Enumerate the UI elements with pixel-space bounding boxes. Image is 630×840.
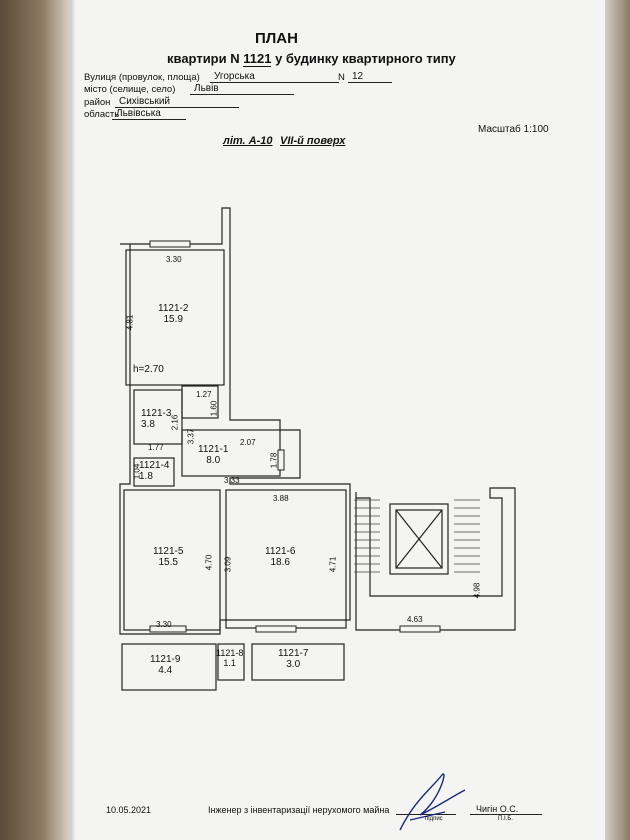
floor-plan-drawing xyxy=(119,207,516,691)
document-sheet: ПЛАН квартири N 1121 у будинку квартирно… xyxy=(70,0,605,840)
engineer-title: Інженер з інвентаризації нерухомого майн… xyxy=(208,805,390,815)
dim-label: 3.33 xyxy=(224,476,240,485)
signature-line xyxy=(396,814,456,815)
signature-label: підпис xyxy=(425,816,443,822)
scale-label: Масштаб 1:100 xyxy=(478,124,549,135)
region-value: Львівська xyxy=(112,108,186,120)
plan-floor: VII-й поверх xyxy=(280,135,346,147)
region-label: область xyxy=(84,109,120,120)
dim-label: 3.30 xyxy=(166,255,182,264)
document-date: 10.05.2021 xyxy=(106,805,152,815)
dim-label: 1.77 xyxy=(148,443,164,452)
signature-image xyxy=(399,773,466,831)
document-title: ПЛАН xyxy=(255,30,298,47)
background-left xyxy=(0,0,70,840)
name-line xyxy=(470,814,542,815)
name-label: П.І.Б. xyxy=(498,816,513,822)
document-subtitle: квартири N 1121 у будинку квартирного ти… xyxy=(167,51,456,67)
subtitle-suffix: у будинку квартирного типу xyxy=(275,51,456,66)
city-label: місто (селище, село) xyxy=(84,84,176,95)
number-label: N xyxy=(338,72,345,83)
district-label: район xyxy=(84,97,111,108)
subtitle-prefix: квартири N xyxy=(167,51,240,66)
stair-steps xyxy=(354,499,480,573)
number-value: 12 xyxy=(348,71,392,83)
dim-label: 4.63 xyxy=(407,615,423,624)
dim-label: 3.30 xyxy=(156,620,172,629)
engineer-name: Чигін О.С. xyxy=(476,804,519,814)
district-value: Сихівський xyxy=(115,96,239,108)
dim-label: h=2.70 xyxy=(133,364,164,375)
street-label: Вулиця (провулок, площа) xyxy=(84,72,200,83)
street-value: Угорська xyxy=(210,71,339,83)
sheet-shadow xyxy=(70,0,76,840)
apartment-number: 1121 xyxy=(243,51,272,67)
dim-label: 1.27 xyxy=(196,390,212,399)
windows xyxy=(149,240,441,633)
city-value: Львів xyxy=(190,83,294,95)
dim-label: 3.88 xyxy=(273,494,289,503)
dim-label: 2.07 xyxy=(240,438,256,447)
plan-letter: літ. А-10 xyxy=(223,135,273,147)
